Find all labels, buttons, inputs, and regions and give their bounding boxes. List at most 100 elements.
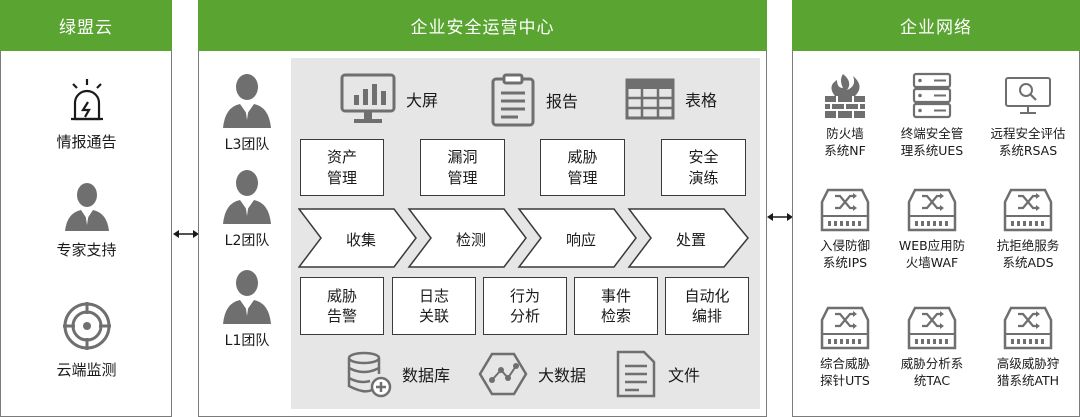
device-waf-line1: WEB应用防 bbox=[898, 238, 966, 253]
double-arrow-left-icon bbox=[173, 230, 199, 238]
mgmt-box-drill-line1: 安全 bbox=[688, 148, 719, 167]
device-tac-line1: 威胁分析系 bbox=[900, 356, 964, 371]
bottom-item-file-label: 文件 bbox=[668, 366, 701, 385]
top-item-table-label: 表格 bbox=[685, 91, 718, 110]
big-data-icon bbox=[478, 352, 528, 396]
network-device-icon bbox=[820, 188, 870, 232]
firewall-icon bbox=[825, 74, 865, 118]
top-item-screen-label: 大屏 bbox=[406, 91, 439, 110]
soc-title: 企业安全运营中心 bbox=[198, 0, 767, 51]
mgmt-box-asset-line1: 资产 bbox=[326, 148, 357, 167]
table-grid-icon bbox=[625, 78, 675, 120]
device-ips-line1: 入侵防御 bbox=[819, 238, 870, 253]
device-waf: WEB应用防 火墙WAF bbox=[884, 188, 980, 272]
lvmeng-cloud-panel: 绿盟云 情报通告 专家支持 云端监测 bbox=[0, 0, 172, 417]
device-ath: 高级威胁狩 猎系统ATH bbox=[980, 306, 1076, 390]
mgmt-box-vuln: 漏洞管理 bbox=[420, 139, 505, 196]
func-box-automation-line1: 自动化 bbox=[684, 286, 730, 305]
expert-person-icon bbox=[64, 183, 109, 231]
person-silhouette-icon bbox=[223, 170, 271, 224]
lvmeng-cloud-title: 绿盟云 bbox=[0, 0, 172, 51]
bottom-item-database-label: 数据库 bbox=[402, 366, 451, 385]
device-ath-line2: 猎系统ATH bbox=[996, 372, 1060, 388]
double-arrow-right-icon bbox=[767, 213, 793, 221]
clipboard-report-icon bbox=[491, 73, 535, 127]
device-tac: 威胁分析系 统TAC bbox=[884, 306, 980, 390]
bottom-item-bigdata: 大数据 bbox=[478, 352, 586, 396]
mgmt-box-asset-line2: 管理 bbox=[326, 168, 357, 187]
mgmt-box-asset: 资产管理 bbox=[300, 139, 384, 196]
left-item-monitor: 云端监测 bbox=[1, 301, 172, 380]
device-uts-line1: 综合威胁 bbox=[819, 356, 870, 371]
flow-step-respond: 响应 bbox=[565, 231, 596, 249]
team-l3-label: L3团队 bbox=[224, 137, 270, 153]
database-add-icon bbox=[347, 351, 392, 398]
mgmt-box-drill-line2: 演练 bbox=[688, 168, 719, 187]
func-box-log-line1: 日志 bbox=[418, 286, 449, 305]
enterprise-network-title: 企业网络 bbox=[792, 0, 1080, 51]
top-item-report: 报告 bbox=[490, 73, 578, 127]
monitor-search-icon bbox=[1005, 77, 1051, 114]
device-ips: 入侵防御 系统IPS bbox=[797, 188, 893, 272]
team-l1: L1团队 bbox=[206, 268, 288, 350]
left-item-expert: 专家支持 bbox=[1, 181, 172, 260]
device-ads: 抗拒绝服务 系统ADS bbox=[980, 188, 1076, 272]
device-ads-line2: 系统ADS bbox=[1002, 254, 1054, 270]
mgmt-box-threat: 威胁管理 bbox=[540, 139, 625, 196]
func-box-search-line2: 检索 bbox=[600, 307, 631, 325]
person-silhouette-icon bbox=[223, 270, 271, 324]
device-waf-line2: 火墙WAF bbox=[905, 254, 959, 270]
flow-step-dispose: 处置 bbox=[675, 231, 706, 249]
device-ads-line1: 抗拒绝服务 bbox=[996, 238, 1060, 253]
device-uts: 综合威胁 探针UTS bbox=[797, 306, 893, 390]
top-item-table: 表格 bbox=[625, 78, 717, 120]
person-silhouette-icon bbox=[223, 74, 271, 128]
flow-step-detect: 检测 bbox=[455, 231, 486, 249]
func-box-alert: 威胁告警 bbox=[300, 277, 384, 335]
network-device-icon bbox=[1003, 188, 1053, 232]
func-box-behavior-line1: 行为 bbox=[509, 286, 540, 305]
flow-step-collect: 收集 bbox=[345, 231, 376, 249]
device-tac-line2: 统TAC bbox=[913, 372, 951, 388]
device-firewall-line2: 系统NF bbox=[824, 142, 866, 158]
bottom-item-bigdata-label: 大数据 bbox=[538, 366, 587, 385]
alarm-light-icon bbox=[70, 79, 103, 121]
flow-step-collect-shape bbox=[298, 208, 417, 268]
monitor-chart-icon bbox=[340, 73, 396, 123]
left-item-monitor-label: 云端监测 bbox=[56, 361, 117, 379]
bottom-item-database: 数据库 bbox=[346, 350, 450, 398]
device-firewall-line1: 防火墙 bbox=[826, 126, 864, 141]
device-uts-line2: 探针UTS bbox=[820, 372, 870, 388]
flow-chevrons bbox=[298, 208, 749, 268]
func-box-alert-line1: 威胁 bbox=[326, 286, 357, 305]
func-box-search: 事件检索 bbox=[574, 277, 658, 335]
func-box-alert-line2: 告警 bbox=[326, 307, 357, 325]
mgmt-box-drill: 安全演练 bbox=[661, 139, 746, 196]
device-rsas-line1: 远程安全评估 bbox=[990, 126, 1066, 141]
device-rsas-line2: 系统RSAS bbox=[998, 142, 1058, 158]
network-device-icon bbox=[1003, 306, 1053, 350]
mgmt-box-threat-line2: 管理 bbox=[567, 168, 598, 187]
func-box-behavior-line2: 分析 bbox=[509, 307, 540, 325]
top-item-screen: 大屏 bbox=[340, 73, 438, 125]
flow-step-detect-shape bbox=[407, 208, 527, 268]
flow-step-dispose-shape bbox=[627, 208, 749, 268]
mgmt-box-vuln-line1: 漏洞 bbox=[447, 148, 478, 167]
team-l3: L3团队 bbox=[206, 72, 288, 154]
func-box-search-line1: 事件 bbox=[600, 286, 631, 305]
flow-step-respond-shape bbox=[517, 208, 637, 268]
document-file-icon bbox=[616, 350, 656, 398]
mgmt-box-threat-line1: 威胁 bbox=[567, 148, 598, 167]
mgmt-box-vuln-line2: 管理 bbox=[447, 168, 478, 187]
func-box-behavior: 行为分析 bbox=[483, 277, 567, 335]
team-l2-label: L2团队 bbox=[224, 233, 270, 249]
left-item-intel-label: 情报通告 bbox=[56, 133, 117, 151]
network-device-icon bbox=[907, 188, 957, 232]
team-l1-label: L1团队 bbox=[224, 333, 270, 349]
network-device-icon bbox=[820, 306, 870, 350]
device-ues-line2: 理系统UES bbox=[900, 142, 964, 158]
team-l2: L2团队 bbox=[206, 168, 288, 250]
device-ips-line2: 系统IPS bbox=[822, 254, 868, 270]
device-ues: 终端安全管 理系统UES bbox=[884, 72, 980, 160]
device-ath-line1: 高级威胁狩 bbox=[996, 356, 1060, 371]
